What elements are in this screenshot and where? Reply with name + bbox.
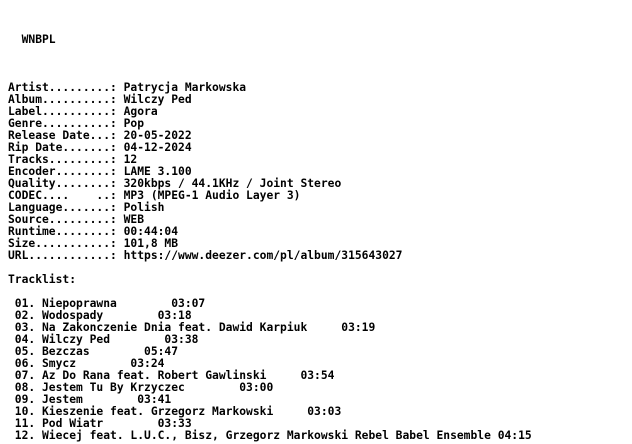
track-row: 02. Wodospady 03:18 xyxy=(8,309,192,322)
info-language: Language.......: Polish xyxy=(8,201,165,214)
tracklist-header: Tracklist: xyxy=(8,273,77,286)
info-genre: Genre..........: Pop xyxy=(8,117,145,130)
track-row: 11. Pod Wiatr 03:33 xyxy=(8,417,192,430)
info-size: Size...........: 101,8 MB xyxy=(8,237,179,250)
track-row: 04. Wilczy Ped 03:38 xyxy=(8,333,199,346)
track-row: 01. Niepoprawna 03:07 xyxy=(8,297,206,310)
info-album: Album..........: Wilczy Ped xyxy=(8,93,192,106)
track-row: 07. Az Do Rana feat. Robert Gawlinski 03… xyxy=(8,369,335,382)
info-codec: CODEC.... ..: MP3 (MPEG-1 Audio Layer 3) xyxy=(8,189,301,202)
blank-line xyxy=(8,58,532,70)
track-row: 09. Jestem 03:41 xyxy=(8,393,172,406)
blank-line xyxy=(8,46,532,58)
info-encoder: Encoder........: LAME 3.100 xyxy=(8,165,192,178)
blank-line xyxy=(8,262,532,274)
track-row: 12. Wiecej feat. L.U.C., Bisz, Grzegorz … xyxy=(8,429,532,442)
info-artist: Artist.........: Patrycja Markowska xyxy=(8,81,247,94)
track-row: 08. Jestem Tu By Krzyczec 03:00 xyxy=(8,381,274,394)
info-source: Source.........: WEB xyxy=(8,213,145,226)
info-runtime: Runtime........: 00:44:04 xyxy=(8,225,179,238)
info-label: Label..........: Agora xyxy=(8,105,158,118)
track-row: 03. Na Zakonczenie Dnia feat. Dawid Karp… xyxy=(8,321,376,334)
track-row: 05. Bezczas 05:47 xyxy=(8,345,179,358)
info-url: URL............: https://www.deezer.com/… xyxy=(8,249,403,262)
release-group-title: WNBPL xyxy=(8,33,56,46)
info-quality: Quality........: 320kbps / 44.1KHz / Joi… xyxy=(8,177,342,190)
info-release-date: Release Date...: 20-05-2022 xyxy=(8,129,192,142)
nfo-document: WNBPL Artist.........: Patrycja Markowska… xyxy=(8,34,532,442)
track-row: 10. Kieszenie feat. Grzegorz Markowski 0… xyxy=(8,405,342,418)
info-rip-date: Rip Date.......: 04-12-2024 xyxy=(8,141,192,154)
track-row: 06. Smycz 03:24 xyxy=(8,357,165,370)
info-tracks: Tracks.........: 12 xyxy=(8,153,138,166)
